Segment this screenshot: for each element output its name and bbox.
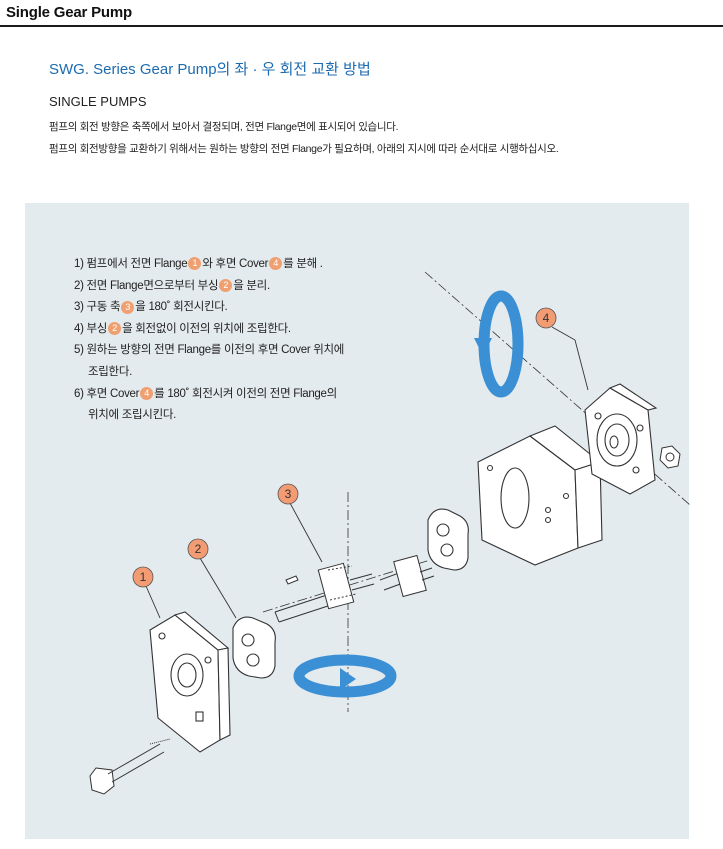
driven-gear-part (379, 554, 435, 598)
part-badge: 1 (188, 257, 202, 271)
step-text: 4) 부싱 (74, 322, 108, 335)
front-flange-part (149, 611, 231, 753)
callout-1: 1 (132, 566, 154, 588)
callout-3: 3 (277, 483, 299, 505)
svg-text:3: 3 (285, 487, 292, 501)
svg-text:2: 2 (195, 542, 202, 556)
step-text: 5) 원하는 방향의 전면 Flange를 이전의 후면 Cover 위치에 (74, 344, 345, 357)
callout-2: 2 (187, 538, 209, 560)
rear-cover-part (584, 383, 658, 495)
step-text: 6) 후면 Cover (74, 387, 140, 400)
svg-text:4: 4 (543, 311, 550, 325)
part-badge: 2 (108, 322, 122, 336)
step-text: 3) 구동 축 (74, 301, 121, 314)
step-text: 를 분해 . (283, 258, 323, 270)
svg-text:1: 1 (140, 570, 147, 584)
step-6-continued: 위치에 조립시킨다. (74, 405, 344, 427)
step-text: 를 180˚ 회전시켜 이전의 전면 Flange의 (154, 387, 337, 400)
part-badge: 3 (121, 300, 135, 314)
header-divider (0, 25, 723, 27)
part-badge: 4 (140, 387, 154, 401)
step-text: 위치에 조립시킨다. (88, 409, 177, 422)
step-text: 조립한다. (88, 365, 133, 378)
description-line-1: 펌프의 회전 방향은 축쪽에서 보아서 결정되며, 전면 Flange면에 표시… (49, 121, 399, 133)
step-text: 와 후면 Cover (202, 258, 269, 270)
rotation-arrow-vertical-icon (474, 290, 524, 398)
step-text: 을 분리. (233, 279, 270, 292)
part-badge: 2 (219, 279, 233, 293)
bushing-part-front (232, 616, 276, 679)
nut-part (659, 445, 681, 469)
step-text: 을 회전없이 이전의 위치에 조립한다. (122, 322, 291, 335)
section-subheading: SINGLE PUMPS (49, 94, 147, 109)
part-badge: 4 (269, 257, 283, 271)
callout-leaders (145, 326, 589, 619)
section-title: SWG. Series Gear Pump의 좌 · 우 회전 교환 방법 (49, 61, 371, 78)
step-text: 을 180˚ 회전시킨다. (135, 301, 228, 314)
step-5: 5) 원하는 방향의 전면 Flange를 이전의 후면 Cover 위치에 (74, 340, 344, 362)
callout-4: 4 (535, 307, 557, 329)
description-line-2: 펌프의 회전방향을 교환하기 위해서는 원하는 방향의 전면 Flange가 필… (49, 143, 559, 155)
step-5-continued: 조립한다. (74, 362, 344, 384)
rotation-arrow-horizontal-icon (293, 654, 397, 698)
step-text: 2) 전면 Flange면으로부터 부싱 (74, 279, 219, 292)
pump-body-part (477, 425, 603, 566)
drive-shaft-gear-part (274, 562, 375, 623)
bushing-part-rear (427, 508, 469, 571)
step-text: 1) 펌프에서 전면 Flange (74, 258, 188, 270)
bolt-part (89, 738, 171, 795)
page-header-title: Single Gear Pump (6, 4, 132, 21)
